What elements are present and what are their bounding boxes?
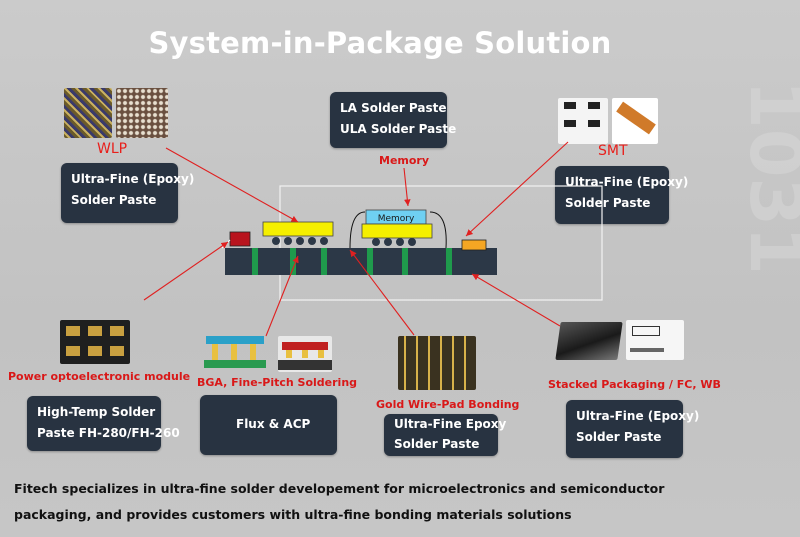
substrate [225,248,497,275]
gold-material-line-2: Solder Paste [394,437,480,451]
wlp-chip-photo-2 [116,88,168,138]
gold-material-box: Ultra-Fine Epoxy Solder Paste [384,414,507,456]
smt-flex-photo [612,98,658,144]
arrow-power [143,241,229,301]
stacked-cross-section-photo [626,320,684,360]
power-module-photo [60,320,130,364]
gold-wire-label: Gold Wire-Pad Bonding [376,398,520,411]
flip-chip-bumps [272,237,328,245]
logic-die [361,223,433,239]
package-outline [279,185,603,301]
memory-material-line-1: LA Solder Paste [340,101,447,115]
arrow-bga [265,255,299,337]
slide-title: System-in-Package Solution [148,26,612,60]
callout-arrows [143,141,569,337]
bond-wire-right [429,211,447,249]
arrow-memory [403,167,411,207]
wlp-material-box: Ultra-Fine (Epoxy) Solder Paste [61,163,195,223]
logic-die-bumps [372,238,416,246]
bga-label: BGA, Fine-Pitch Soldering [197,376,358,389]
smt-component [461,239,487,251]
wlp-material-line-1: Ultra-Fine (Epoxy) [71,172,195,186]
power-module-label: Power optoelectronic module [8,370,191,383]
memory-material-box: LA Solder Paste ULA Solder Paste [330,92,457,148]
bga-illustration-2 [278,336,332,372]
stacked-packaging-label: Stacked Packaging / FC, WB [548,378,721,391]
gold-wire-photo [398,336,476,390]
arrow-wlp [165,147,299,223]
memory-material-line-2: ULA Solder Paste [340,122,457,136]
smt-resistor-photo [558,98,608,144]
bga-material-line-1: Flux & ACP [236,417,311,431]
wlp-chip-photo-1 [64,88,112,138]
smt-material-line-2: Solder Paste [565,196,651,210]
bond-wire-left [349,211,366,249]
power-material-line-1: High-Temp Solder [37,405,156,419]
arrow-stacked [471,273,561,327]
memory-label: Memory [379,154,430,167]
power-material-box: High-Temp Solder Paste FH-280/FH-260 [27,396,180,451]
memory-chip-label: Memory [378,214,415,224]
wlp-material-line-2: Solder Paste [71,193,157,207]
footer-line-1: Fitech specializes in ultra-fine solder … [14,481,665,496]
stacked-material-line-1: Ultra-Fine (Epoxy) [576,409,700,423]
arrow-gold [349,249,415,336]
footer-line-2: packaging, and provides customers with u… [14,507,572,522]
gold-material-line-1: Ultra-Fine Epoxy [394,417,507,431]
stacked-material-box: Ultra-Fine (Epoxy) Solder Paste [566,400,700,458]
wlp-label: WLP [97,141,128,157]
bga-illustration-1 [204,336,266,372]
flip-chip-die [262,221,334,237]
power-component [229,231,251,247]
smt-label: SMT [598,143,628,159]
bga-material-box: Flux & ACP [200,395,337,455]
stacked-material-line-2: Solder Paste [576,430,662,444]
power-material-line-2: Paste FH-280/FH-260 [37,426,180,440]
arrow-smt [465,141,569,237]
